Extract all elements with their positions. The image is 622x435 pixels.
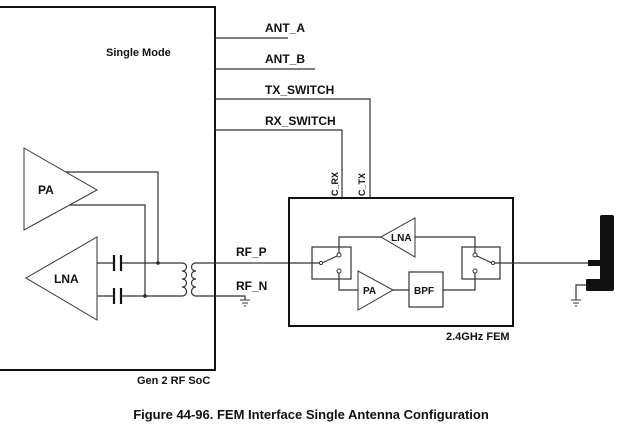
fem-box [288,197,514,327]
c-rx-label: C_RX [330,172,340,196]
soc-label: Gen 2 RF SoC [137,375,210,387]
capacitor-icon [112,288,123,304]
pa-out-n [70,204,146,296]
tx-switch-label: TX_SWITCH [265,83,334,97]
antenna-icon [586,215,614,291]
fem-pa-triangle [357,270,395,311]
soc-lna-triangle [25,236,98,321]
fem-lna-label: LNA [391,233,412,244]
soc-pa-triangle [23,147,99,231]
fem-lna-triangle [379,217,416,258]
pa-out-p [66,171,159,263]
c-tx-label: C_TX [357,173,367,196]
ant-b-label: ANT_B [265,52,305,66]
capacitor-icon [112,255,123,271]
single-mode-label: Single Mode [106,47,171,59]
rf-p-label: RF_P [236,245,267,259]
switch-arm [321,255,338,264]
fem-bpf-box [408,271,444,308]
rx-switch-label: RX_SWITCH [265,114,336,128]
fem-pa-label: PA [363,286,376,297]
rx-path [338,236,476,253]
tx-switch-line [215,98,371,198]
figure-caption: Figure 44-96. FEM Interface Single Anten… [133,407,489,422]
tx-path [338,273,476,291]
soc-pa-label: PA [38,183,54,197]
antenna-ground-line [575,284,586,300]
ground-icon [240,299,250,307]
fem-left-switch [311,246,352,280]
ant-a-label: ANT_A [265,21,305,35]
soc-box [0,6,216,371]
soc-lna-label: LNA [54,272,79,286]
rf-n-label: RF_N [236,279,267,293]
switch-arm [476,255,493,264]
switch-contacts [318,252,496,274]
ground-icon [571,299,581,307]
rx-switch-line [215,129,343,198]
transformer-icon [176,262,200,297]
rf-n-line [200,295,246,300]
fem-label: 2.4GHz FEM [446,331,510,343]
fem-bpf-label: BPF [414,286,434,297]
